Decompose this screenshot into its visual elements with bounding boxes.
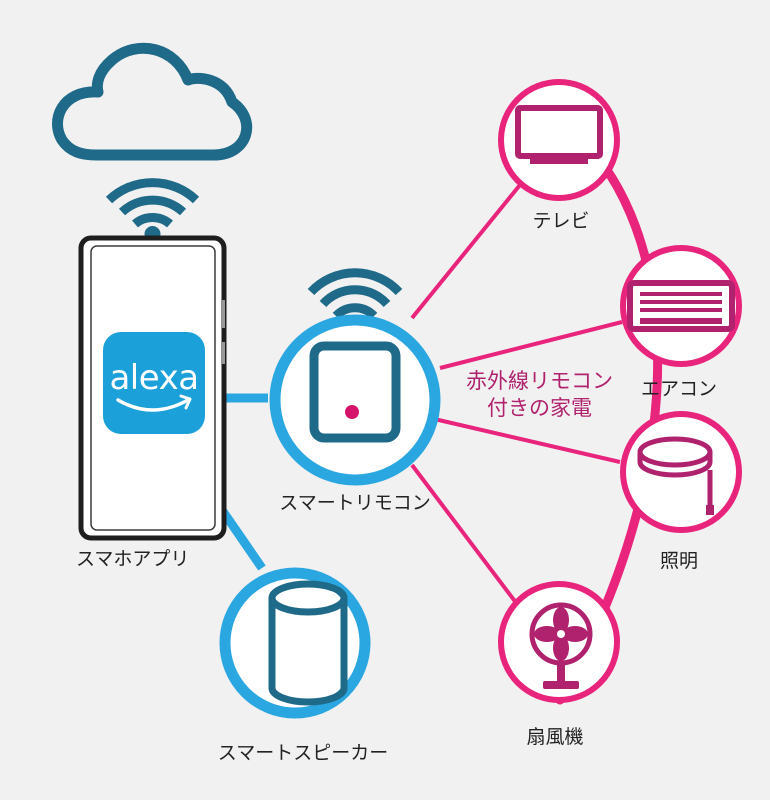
connection-line-tv [410,173,530,320]
air-conditioner-icon [627,280,735,332]
device-node-tv [498,79,620,201]
alexa-app-name: alexa [109,358,199,398]
connection-line-aircon [439,320,623,370]
device-node-aircon [620,245,742,367]
device-label-fan: 扇風機 [526,726,584,748]
alexa-app-tile[interactable] [103,332,205,434]
device-node-light [620,411,742,533]
phone-wifi-icon [105,178,200,242]
device-label-aircon: エアコン [641,378,718,400]
speaker-icon [268,580,348,706]
device-label-tv: テレビ [532,210,590,232]
fan-icon [529,602,593,689]
phone-label: スマホアプリ [76,548,190,570]
ir-appliances-label: 赤外線リモコン 付きの家電 [466,369,613,420]
phone-connections [218,393,268,571]
remote-icon [309,341,401,443]
tv-icon [515,105,603,164]
smart-speaker-node [219,567,371,719]
remote-label: スマートリモコン [279,492,431,514]
speaker-label: スマートスピーカー [217,742,389,764]
connection-line-fan [410,463,522,610]
smart-remote-node [269,314,441,486]
cloud-icon [52,42,253,161]
smartphone [78,235,227,541]
device-node-fan [498,581,620,703]
connection-line-light [429,416,621,464]
ceiling-light-icon [637,436,714,515]
ir-connections [410,173,623,610]
device-label-light: 照明 [660,550,699,572]
connection-line-speaker [218,507,266,571]
